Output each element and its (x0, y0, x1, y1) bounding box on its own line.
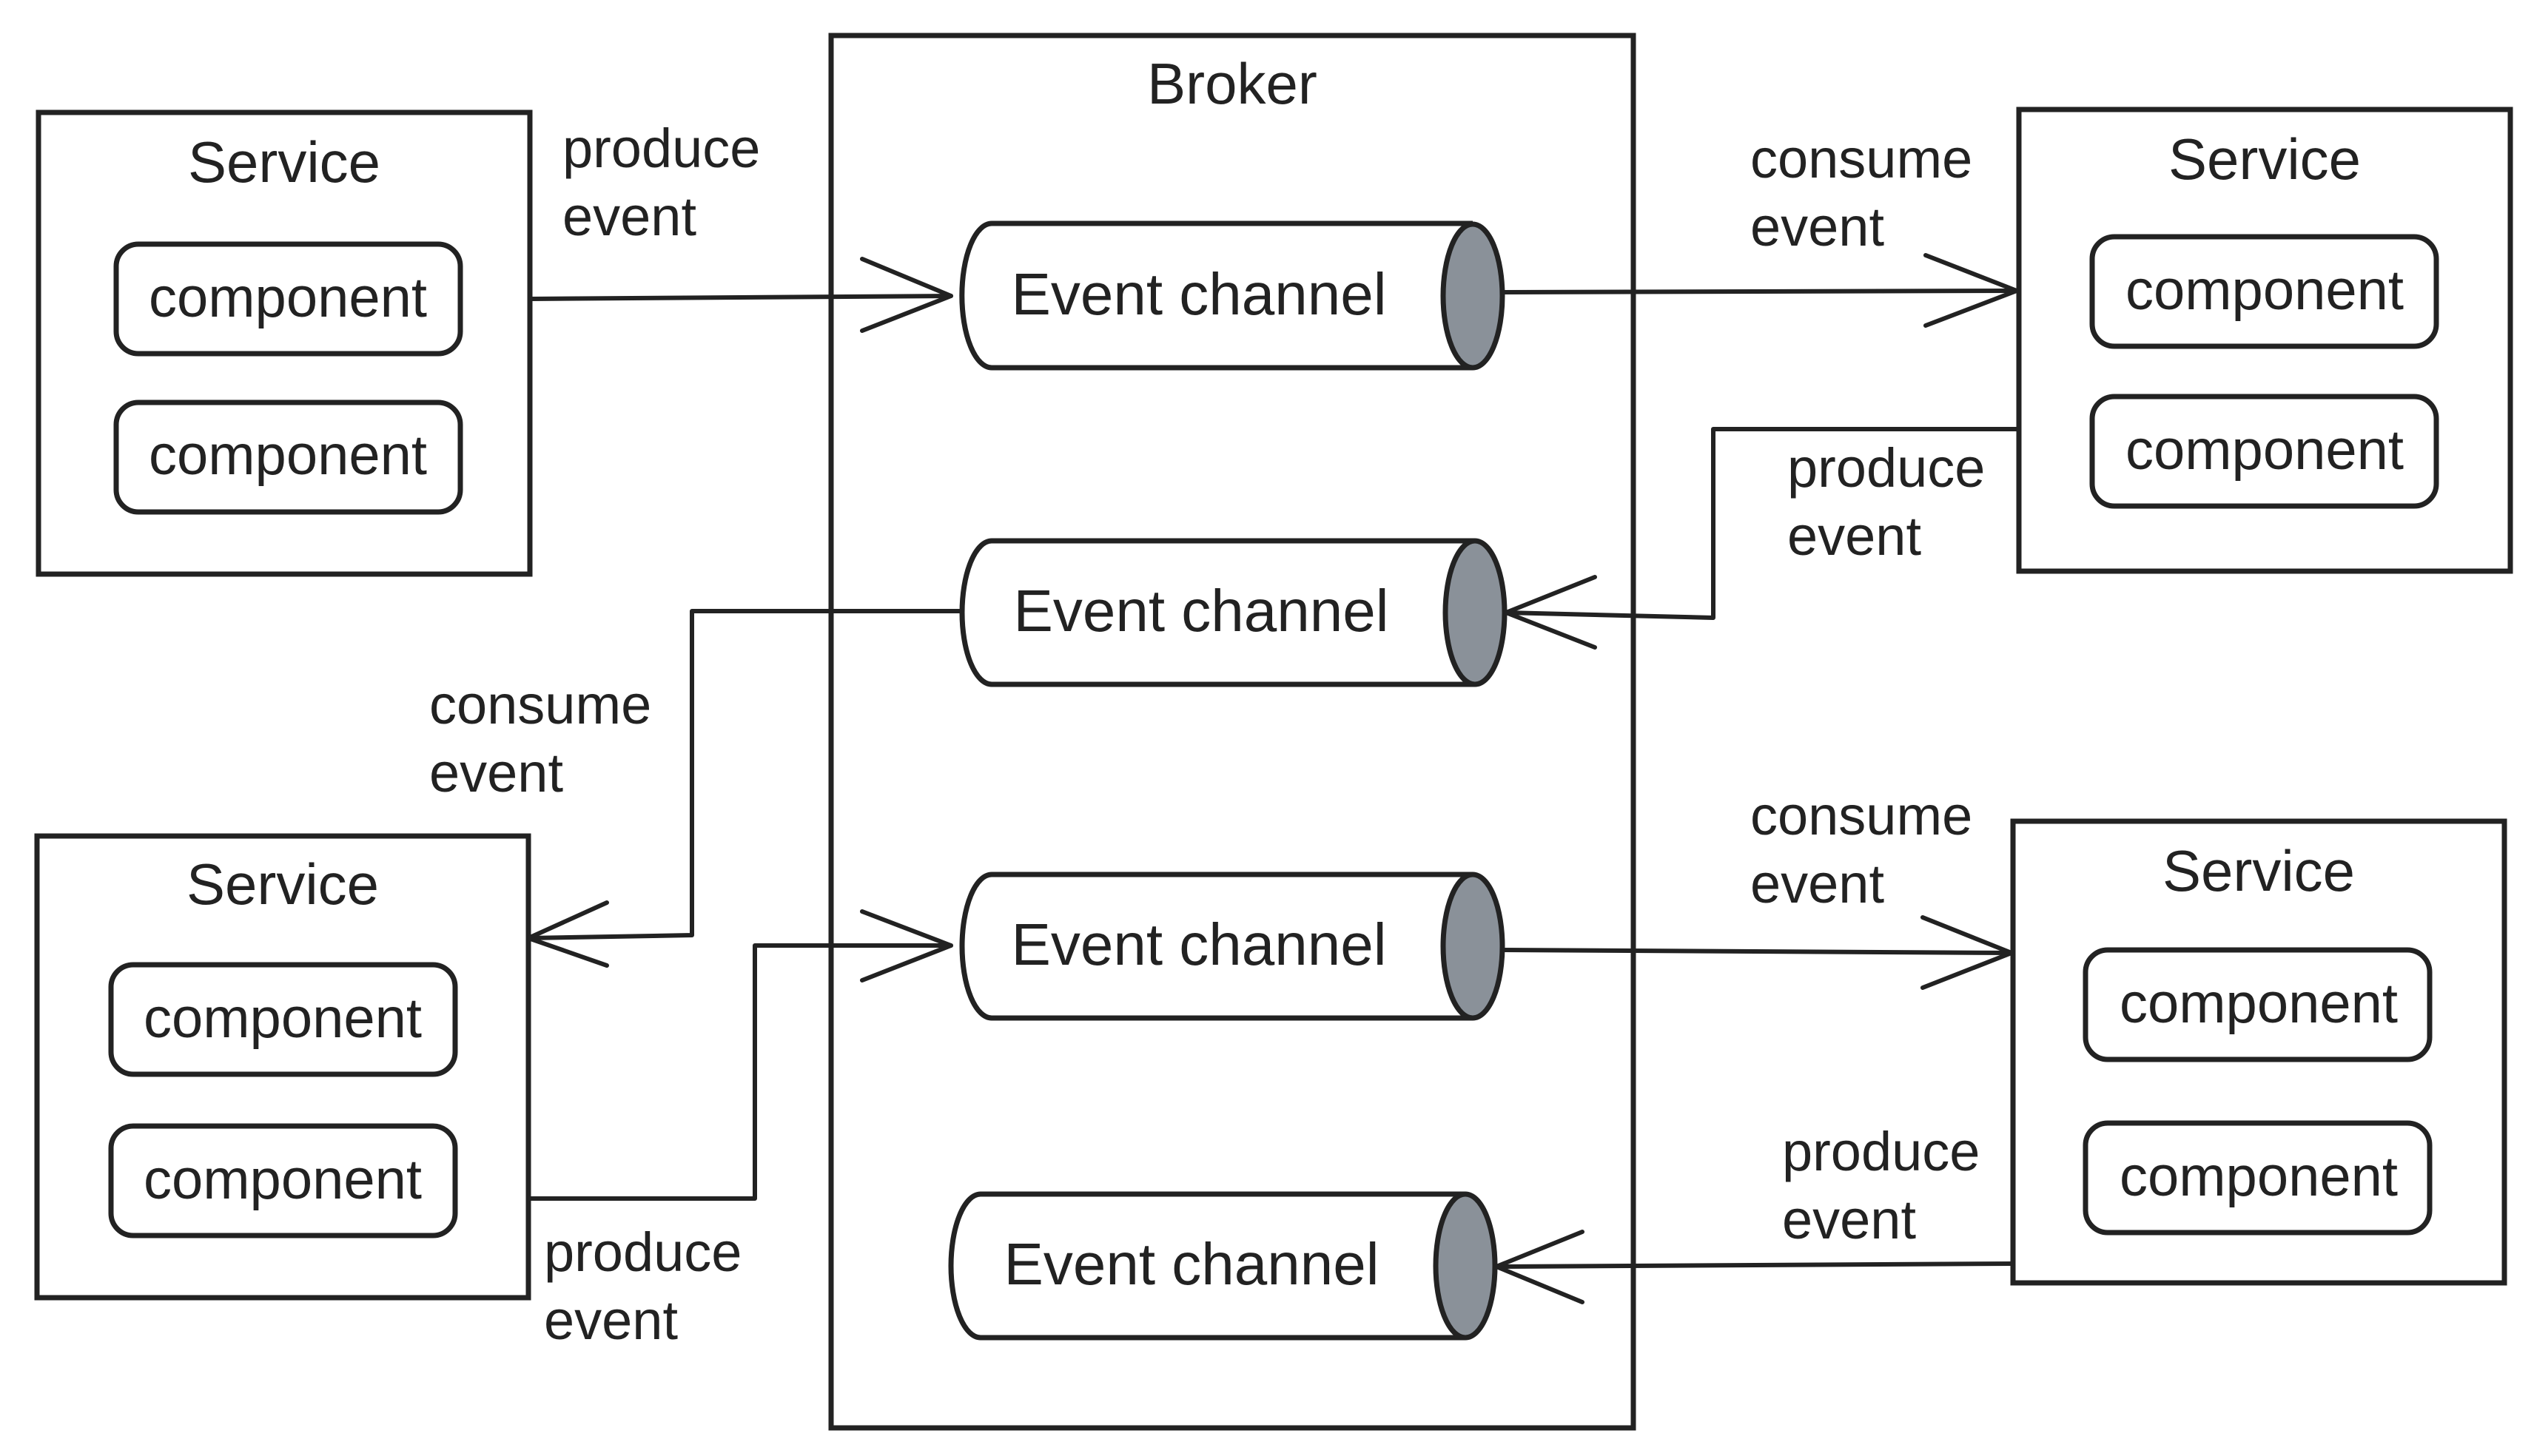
connector-consume (1502, 253, 2019, 328)
event-channel: Event channel (959, 220, 1505, 371)
service-top-right: Service component component (2016, 107, 2513, 574)
edge-label-line: produce (1787, 437, 1985, 499)
event-channel: Event channel (959, 872, 1505, 1021)
edge-label-line: event (1750, 196, 1884, 257)
edge-label-line: event (429, 742, 563, 803)
edge-label: produce event (544, 1221, 742, 1351)
connector-consume (526, 609, 963, 968)
edge-label-line: event (562, 186, 696, 247)
edge-label-line: event (544, 1290, 678, 1351)
component-label: component (149, 424, 427, 487)
channel-label: Event channel (1013, 578, 1388, 644)
channel-end-cap (1433, 1191, 1498, 1341)
edge-label-line: consume (1750, 128, 1972, 189)
service-title: Service (188, 129, 380, 195)
component-box (2083, 947, 2433, 1062)
component-box (108, 962, 458, 1077)
component-label: component (2125, 259, 2404, 322)
connector-consume (1502, 915, 2014, 990)
component-box (113, 400, 463, 515)
edge-label-line: produce (544, 1221, 742, 1283)
edge-label: consume event (1750, 128, 1972, 257)
channel-end-cap (1442, 538, 1508, 687)
service-bottom-right: Service component component (2010, 818, 2507, 1286)
edge-label-line: consume (429, 674, 651, 735)
component-box (108, 1123, 458, 1238)
edge-label: consume event (429, 674, 651, 803)
component-label: component (149, 266, 427, 329)
event-channel: Event channel (959, 538, 1508, 687)
component-box (2083, 1120, 2433, 1236)
component-label: component (144, 987, 422, 1050)
channel-end-cap (1440, 872, 1505, 1021)
service-title: Service (2162, 838, 2355, 903)
service-title: Service (2168, 127, 2361, 192)
edge-label-line: event (1750, 853, 1884, 914)
edge-label-line: produce (1782, 1121, 1980, 1182)
channel-label: Event channel (1011, 261, 1386, 327)
connector-produce (1494, 1230, 2015, 1304)
broker-title: Broker (1147, 51, 1317, 116)
component-label: component (2120, 972, 2398, 1035)
component-box (2089, 394, 2439, 509)
edge-label: consume event (1750, 785, 1972, 914)
component-label: component (2120, 1145, 2398, 1208)
connector-produce (1504, 427, 2021, 650)
edge-label: produce event (1787, 437, 1985, 567)
edge-label-line: produce (562, 118, 760, 179)
service-title: Service (186, 852, 379, 917)
edge-label-line: event (1782, 1189, 1916, 1250)
connector-produce (526, 909, 953, 1201)
component-label: component (2125, 419, 2404, 482)
edge-label-line: event (1787, 505, 1921, 567)
channel-label: Event channel (1011, 911, 1386, 977)
service-top-left: Service component component (36, 109, 533, 577)
edge-label: produce event (1782, 1121, 1980, 1250)
edge-label-line: consume (1750, 785, 1972, 846)
component-box (2089, 234, 2439, 349)
event-channel: Event channel (948, 1191, 1498, 1341)
component-label: component (144, 1148, 422, 1211)
edge-label: produce event (562, 118, 760, 247)
channel-label: Event channel (1004, 1231, 1379, 1297)
service-bottom-left: Service component component (34, 833, 531, 1301)
channel-end-cap (1440, 221, 1505, 371)
component-box (113, 241, 463, 357)
connector-produce (528, 257, 953, 333)
